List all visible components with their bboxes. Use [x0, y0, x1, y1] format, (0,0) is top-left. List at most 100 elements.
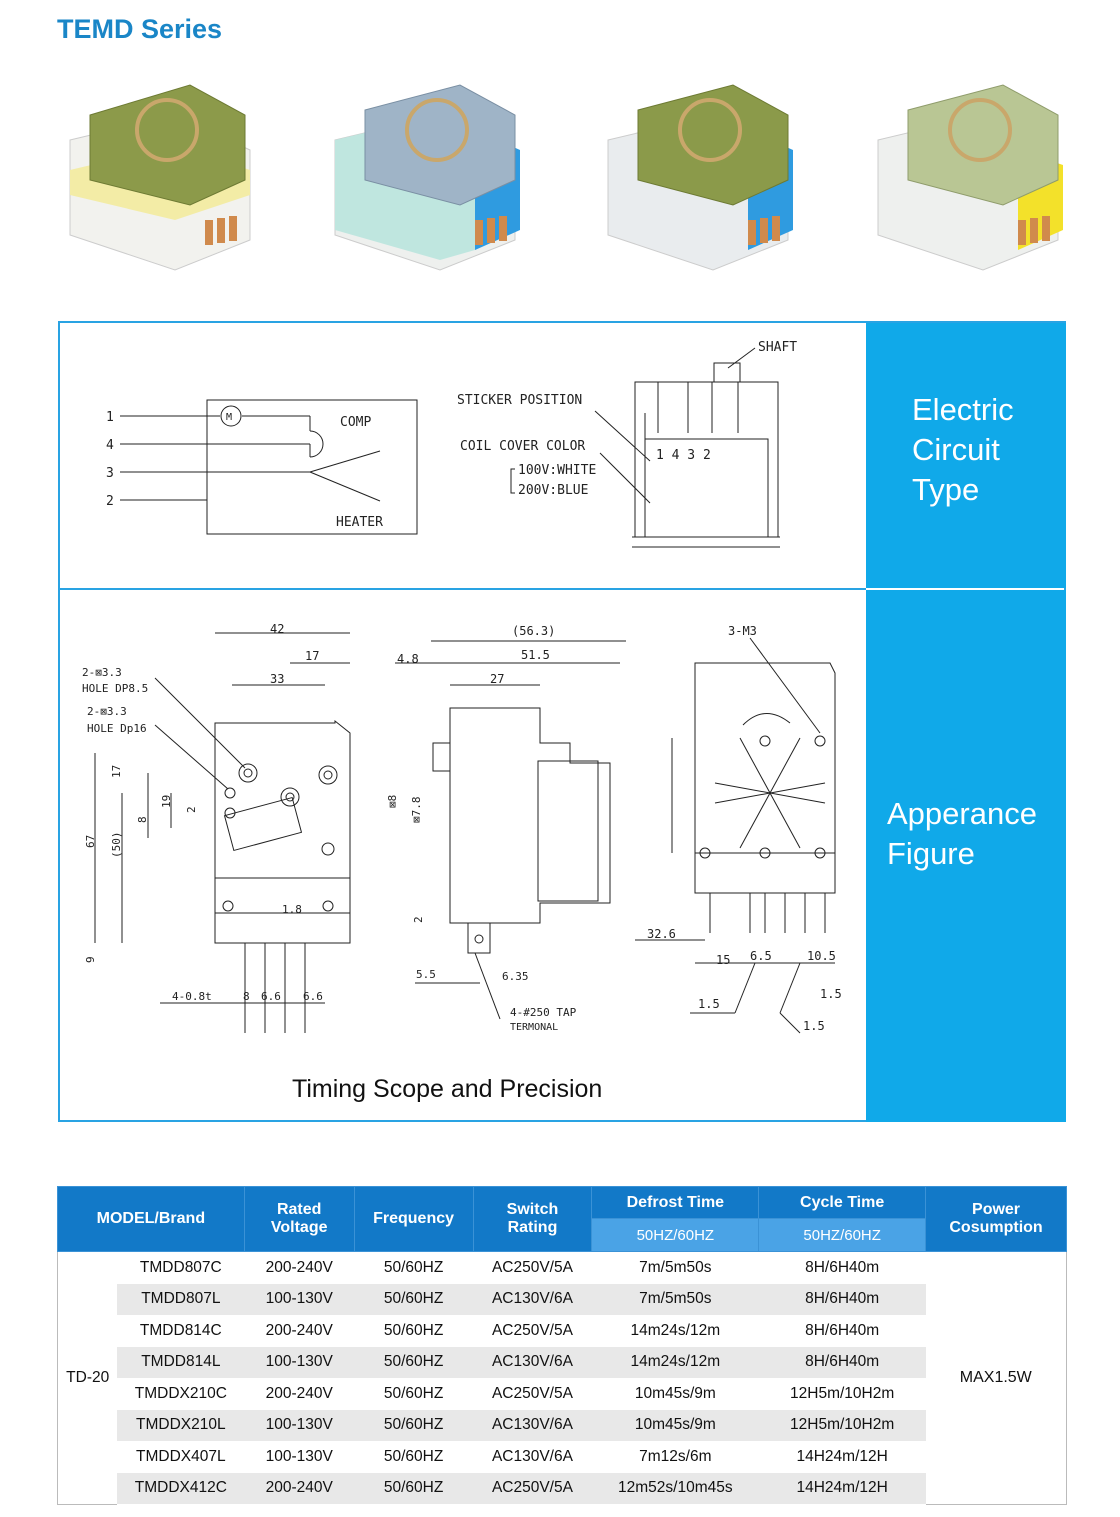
cell-defrost: 14m24s/12m: [591, 1315, 759, 1347]
cell-switch: AC130V/6A: [473, 1346, 592, 1378]
cell-cycle: 12H5m/10H2m: [758, 1378, 926, 1410]
cell-cycle: 8H/6H40m: [758, 1346, 926, 1378]
pin-2: 2: [106, 494, 114, 509]
header-cycle: Cycle Time: [758, 1186, 927, 1219]
cell-voltage: 200-240V: [244, 1251, 355, 1284]
table-row: TMDD814C 200-240V 50/60HZ AC250V/5A 14m2…: [58, 1315, 1067, 1347]
heater-label: HEATER: [336, 515, 383, 530]
header-switch: Switch Rating: [472, 1186, 593, 1252]
cell-defrost: 14m24s/12m: [591, 1346, 759, 1378]
header-voltage: Rated Voltage: [243, 1186, 355, 1252]
hole2b-label: HOLE Dp16: [87, 722, 147, 735]
timing-caption: Timing Scope and Precision: [292, 1075, 603, 1103]
motor-symbol: M: [226, 412, 232, 423]
spec-table: MODEL/Brand Rated Voltage Frequency Swit…: [57, 1186, 1067, 1505]
dim-side-2: 2: [412, 916, 425, 923]
cell-cycle: 8H/6H40m: [758, 1283, 926, 1315]
cell-switch: AC130V/6A: [473, 1283, 592, 1315]
cell-defrost: 7m/5m50s: [591, 1283, 759, 1315]
cell-model: TMDDX210C: [117, 1378, 245, 1410]
dim-p6-6a: 6.6: [261, 990, 281, 1003]
dim-v9: 9: [84, 956, 97, 963]
cell-voltage: 100-130V: [244, 1283, 355, 1315]
pin-4: 4: [106, 438, 114, 453]
product-photo-blue: [598, 70, 798, 280]
dim-s8: ⊠8: [386, 795, 399, 808]
cell-model: TMDDX412C: [117, 1472, 245, 1504]
cell-voltage: 200-240V: [244, 1378, 355, 1410]
pin-thickness: 4-0.8t: [172, 990, 212, 1003]
cell-frequency: 50/60HZ: [354, 1346, 474, 1378]
dim-v2: 2: [185, 806, 198, 813]
cell-defrost: 7m12s/6m: [591, 1441, 759, 1473]
series-group: TD-20: [57, 1251, 118, 1505]
dim-v50: (50): [110, 832, 123, 859]
dim-4-8: 4.8: [397, 652, 419, 666]
dim-51-5: 51.5: [521, 648, 550, 662]
dim-15: 15: [716, 953, 730, 967]
sticker-label: STICKER POSITION: [457, 393, 582, 408]
dim-10-5: 10.5: [807, 949, 836, 963]
side-view: (56.3) 4.8 51.5 27 ⊠8 ⊠7.8 2 5.5 6.35 4-…: [386, 624, 626, 1033]
power-value: MAX1.5W: [925, 1251, 1067, 1505]
cell-defrost: 12m52s/10m45s: [591, 1472, 759, 1504]
cell-cycle: 14H24m/12H: [758, 1441, 926, 1473]
cell-defrost: 10m45s/9m: [591, 1409, 759, 1441]
cell-switch: AC250V/5A: [473, 1378, 592, 1410]
cell-model: TMDD807C: [117, 1251, 245, 1284]
cell-switch: AC130V/6A: [473, 1441, 592, 1473]
coil-label: COIL COVER COLOR: [460, 439, 585, 454]
dim-32-6: 32.6: [647, 927, 676, 941]
hole1b-label: HOLE DP8.5: [82, 682, 148, 695]
cell-defrost: 7m/5m50s: [591, 1251, 759, 1284]
pin-1: 1: [106, 410, 114, 425]
cell-model: TMDD814C: [117, 1315, 245, 1347]
cell-model: TMDD807L: [117, 1283, 245, 1315]
hole1-label: 2-⊠3.3: [82, 666, 122, 679]
cell-voltage: 100-130V: [244, 1346, 355, 1378]
table-row: TMDD807L 100-130V 50/60HZ AC130V/6A 7m/5…: [58, 1283, 1067, 1315]
dim-6-35: 6.35: [502, 970, 529, 983]
dim-5-5: 5.5: [416, 968, 436, 981]
cell-voltage: 100-130V: [244, 1409, 355, 1441]
appearance-sidebar: Apperance Figure: [866, 590, 1066, 1122]
appearance-label: Apperance Figure: [887, 796, 1037, 871]
dim-v67: 67: [84, 835, 97, 848]
back-view: 3-M3 32.6 15 6.5 10.5 1.5 1.5 1.5: [635, 624, 842, 1034]
dim-v8: 8: [136, 816, 149, 823]
cell-voltage: 200-240V: [244, 1315, 355, 1347]
dim-6-5: 6.5: [750, 949, 772, 963]
dim-p6-6b: 6.6: [303, 990, 323, 1003]
front-view: 42 17 33 2-⊠3.3 HOLE DP8.5 2-⊠3.3 HOLE D…: [82, 622, 351, 1033]
cell-frequency: 50/60HZ: [354, 1378, 474, 1410]
dim-1-5b: 1.5: [820, 987, 842, 1001]
dim-17: 17: [305, 649, 319, 663]
cell-frequency: 50/60HZ: [354, 1441, 474, 1473]
header-power: Power Cosumption: [925, 1186, 1067, 1252]
dim-v19: 19: [160, 795, 173, 808]
terminal-view: STICKER POSITION COIL COVER COLOR 100V:W…: [457, 340, 797, 548]
dim-1-5a: 1.5: [698, 997, 720, 1011]
cell-voltage: 200-240V: [244, 1472, 355, 1504]
header-model: MODEL/Brand: [57, 1186, 245, 1252]
comp-label: COMP: [340, 415, 371, 430]
table-row: TMDDX407L 100-130V 50/60HZ AC130V/6A 7m1…: [58, 1441, 1067, 1473]
technical-panel: Electric Circuit Type Apperance Figure 1…: [58, 321, 1066, 1122]
cell-model: TMDDX407L: [117, 1441, 245, 1473]
electric-circuit-label: Electric Circuit Type: [912, 392, 1014, 507]
cell-switch: AC250V/5A: [473, 1472, 592, 1504]
v100-label: 100V:WHITE: [518, 463, 596, 478]
cell-frequency: 50/60HZ: [354, 1472, 474, 1504]
cell-cycle: 14H24m/12H: [758, 1472, 926, 1504]
hole2-label: 2-⊠3.3: [87, 705, 127, 718]
tap-label: 4-#250 TAP: [510, 1006, 577, 1019]
table-row: TMDD814L 100-130V 50/60HZ AC130V/6A 14m2…: [58, 1346, 1067, 1378]
table-row: TMDDX412C 200-240V 50/60HZ AC250V/5A 12m…: [58, 1472, 1067, 1504]
header-defrost-sub: 50HZ/60HZ: [591, 1218, 760, 1252]
cell-model: TMDDX210L: [117, 1409, 245, 1441]
product-photo-teal: [325, 70, 525, 280]
cell-cycle: 8H/6H40m: [758, 1251, 926, 1284]
dim-1-5c: 1.5: [803, 1019, 825, 1033]
electric-circuit-sidebar: Electric Circuit Type: [866, 323, 1066, 588]
series-title: TEMD Series: [57, 14, 223, 44]
